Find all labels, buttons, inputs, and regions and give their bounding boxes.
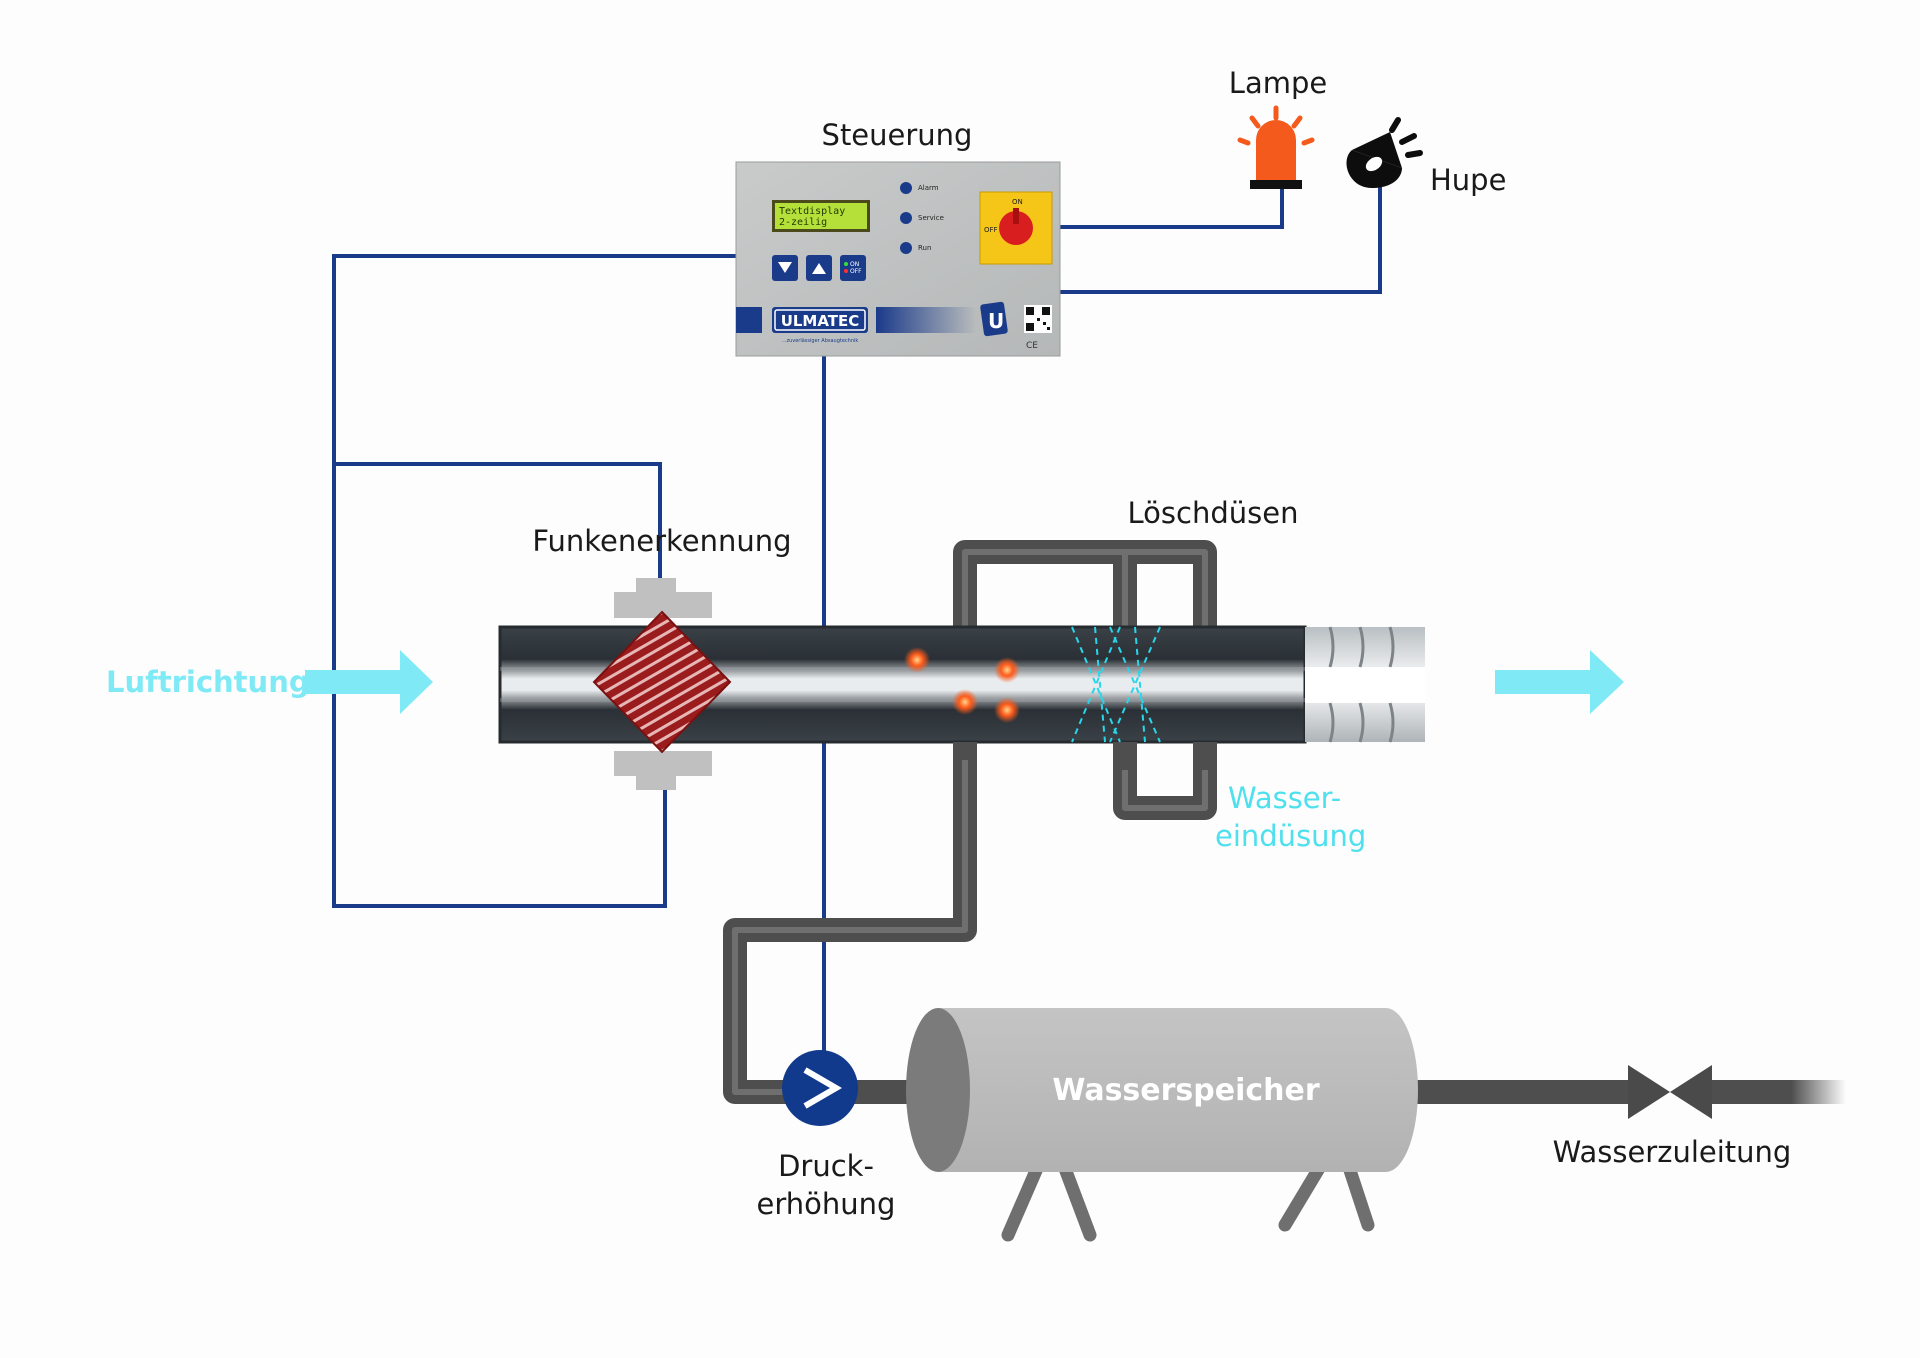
sparks	[904, 647, 1020, 723]
on-off-button	[840, 255, 866, 281]
label-wasser-2: eindüsung	[1215, 819, 1366, 853]
valve-icon	[1628, 1065, 1712, 1119]
brand-tagline: ...zuverlässiger Absaugtechnik	[782, 338, 859, 344]
label-luftrichtung: Luftrichtung	[106, 665, 310, 699]
horn-icon	[1346, 117, 1423, 188]
inlet-pipe-fade	[1790, 1080, 1846, 1104]
water-tank: Wasserspeicher	[906, 1008, 1418, 1242]
tank-label: Wasserspeicher	[1052, 1073, 1320, 1108]
label-druck-1: Druck-	[778, 1149, 874, 1183]
u-logo	[980, 301, 1008, 337]
label-hupe: Hupe	[1430, 163, 1506, 197]
svg-text:OFF: OFF	[984, 226, 998, 234]
svg-text:Alarm: Alarm	[918, 184, 939, 192]
display-line-1: Textdisplay	[779, 206, 845, 217]
label-wasser-1: Wasser-	[1228, 781, 1341, 815]
flexible-hose	[1305, 626, 1425, 743]
spark-detector	[592, 578, 732, 790]
display-line-2: 2-zeilig	[779, 217, 827, 228]
led-service	[900, 212, 912, 224]
qr-code	[1024, 305, 1052, 333]
label-steuerung: Steuerung	[822, 118, 973, 152]
control-panel: Textdisplay 2-zeilig ON OFF Alarm Servic…	[735, 161, 1061, 357]
svg-text:Run: Run	[918, 244, 931, 252]
brand-name: ULMATEC	[781, 312, 860, 330]
led-alarm	[900, 182, 912, 194]
lamp-icon	[1237, 105, 1315, 189]
label-loeschduesen: Löschdüsen	[1128, 496, 1299, 530]
svg-text:ON: ON	[850, 261, 859, 268]
label-druck-2: erhöhung	[757, 1187, 896, 1221]
pump-icon	[782, 1050, 858, 1126]
svg-text:Service: Service	[918, 214, 944, 222]
svg-text:ON: ON	[1012, 198, 1023, 206]
ce-mark: CE	[1026, 341, 1038, 351]
label-wasserzuleitung: Wasserzuleitung	[1553, 1135, 1792, 1169]
led-run	[900, 242, 912, 254]
labels: Steuerung Lampe Hupe Funkenerkennung Lös…	[106, 66, 1791, 1221]
brand-logo	[772, 307, 868, 333]
label-lampe: Lampe	[1229, 66, 1327, 100]
label-funkenerkennung: Funkenerkennung	[532, 524, 791, 558]
water-spray	[1071, 626, 1161, 743]
svg-text:U: U	[988, 309, 1004, 333]
arrow-right-icon	[305, 650, 1624, 714]
svg-text:OFF: OFF	[850, 268, 862, 275]
